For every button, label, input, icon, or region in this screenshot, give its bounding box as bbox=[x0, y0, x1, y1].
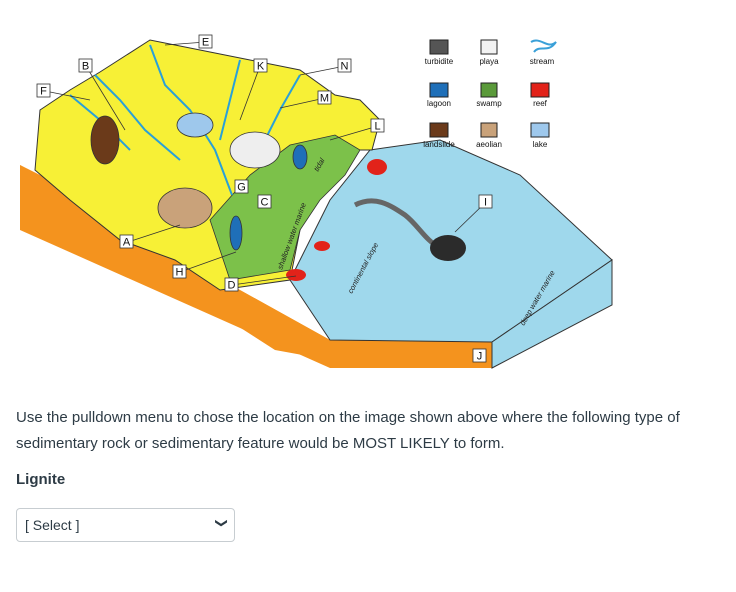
box-label-J: J bbox=[477, 351, 483, 363]
box-label-K: K bbox=[257, 61, 265, 73]
lake-feature bbox=[177, 113, 213, 137]
legend-label-stream: stream bbox=[530, 57, 555, 66]
legend-label-aeolian: aeolian bbox=[476, 140, 502, 149]
legend-swatch-turbidite bbox=[430, 40, 448, 54]
legend-label-landslide: landslide bbox=[423, 140, 455, 149]
legend-swatch-lake bbox=[531, 123, 549, 137]
reef-feature-3 bbox=[286, 269, 306, 281]
legend-swatch-playa bbox=[481, 40, 497, 54]
legend-label-lake: lake bbox=[533, 140, 548, 149]
aeolian-feature bbox=[158, 188, 212, 228]
legend-swatch-swamp bbox=[481, 83, 497, 97]
box-label-F: F bbox=[40, 86, 47, 98]
legend-swatch-lagoon bbox=[430, 83, 448, 97]
reef-feature-1 bbox=[367, 159, 387, 175]
legend-label-swamp: swamp bbox=[476, 99, 502, 108]
question-prompt: Use the pulldown menu to chose the locat… bbox=[16, 405, 716, 457]
box-label-L: L bbox=[374, 121, 380, 133]
box-label-E: E bbox=[202, 37, 209, 49]
box-label-D: D bbox=[228, 280, 236, 292]
geology-diagram: tidal shallow water marine continental s… bbox=[0, 0, 736, 380]
lagoon-feature-2 bbox=[293, 145, 307, 169]
legend-label-playa: playa bbox=[479, 57, 499, 66]
box-label-C: C bbox=[261, 197, 269, 209]
legend-swatch-aeolian bbox=[481, 123, 497, 137]
box-label-I: I bbox=[484, 197, 487, 209]
legend-swatch-reef bbox=[531, 83, 549, 97]
legend-swatch-stream bbox=[531, 40, 556, 52]
box-label-A: A bbox=[123, 237, 131, 249]
box-label-N: N bbox=[341, 61, 349, 73]
lagoon-feature-1 bbox=[230, 216, 242, 250]
turbidite-fan bbox=[430, 235, 466, 261]
legend-swatch-landslide bbox=[430, 123, 448, 137]
box-label-B: B bbox=[82, 61, 89, 73]
legend-label-reef: reef bbox=[533, 99, 548, 108]
answer-select[interactable]: [ Select ] bbox=[16, 508, 235, 542]
box-label-G: G bbox=[237, 182, 246, 194]
playa-feature bbox=[230, 132, 280, 168]
legend: turbidite playa stream lagoon swamp reef… bbox=[423, 40, 556, 149]
legend-label-turbidite: turbidite bbox=[425, 57, 454, 66]
box-label-H: H bbox=[176, 267, 184, 279]
landslide-feature bbox=[91, 116, 119, 164]
reef-feature-2 bbox=[314, 241, 330, 251]
box-label-M: M bbox=[320, 93, 329, 105]
question-term: Lignite bbox=[16, 471, 65, 488]
legend-label-lagoon: lagoon bbox=[427, 99, 451, 108]
